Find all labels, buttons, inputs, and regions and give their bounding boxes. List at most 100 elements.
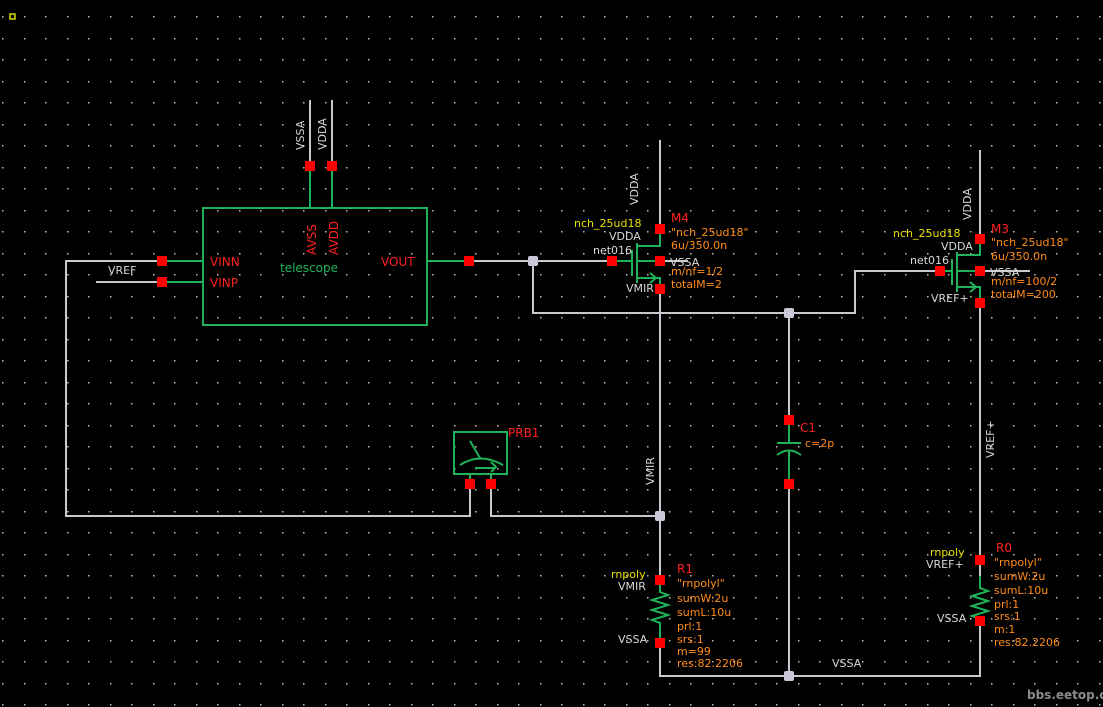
- grid-dot: [798, 296, 800, 298]
- grid-dot: [153, 167, 155, 169]
- grid-dot: [561, 210, 563, 212]
- grid-dot: [432, 102, 434, 104]
- grid-dot: [282, 683, 284, 685]
- grid-dot: [389, 618, 391, 620]
- grid-dot: [368, 425, 370, 427]
- grid-dot: [282, 360, 284, 362]
- grid-dot: [67, 210, 69, 212]
- pin-c1-minus[interactable]: [784, 479, 794, 489]
- wire-probe-vmir[interactable]: [490, 484, 660, 517]
- pin-label-vinp: VINP: [210, 276, 238, 290]
- pin-m4-s[interactable]: [655, 284, 665, 294]
- pin-vinn[interactable]: [157, 256, 167, 266]
- grid-dot: [239, 618, 241, 620]
- pin-r0-minus[interactable]: [975, 616, 985, 626]
- pin-m3-s[interactable]: [975, 298, 985, 308]
- pin-m3-g[interactable]: [935, 266, 945, 276]
- pin-prb1-minus[interactable]: [486, 479, 496, 489]
- grid-dot: [131, 425, 133, 427]
- opamp-telescope[interactable]: VINN VINP VOUT AVSS AVDD telescope: [162, 166, 469, 326]
- pin-c1-plus[interactable]: [784, 415, 794, 425]
- grid-dot: [518, 167, 520, 169]
- grid-dot: [1099, 640, 1101, 642]
- grid-dot: [174, 124, 176, 126]
- wire-net016[interactable]: [532, 261, 940, 314]
- grid-dot: [1056, 231, 1058, 233]
- grid-dot: [712, 124, 714, 126]
- grid-dot: [626, 339, 628, 341]
- probe-prb1[interactable]: PRB1: [453, 426, 539, 484]
- grid-dot: [497, 704, 499, 706]
- grid-dot: [970, 640, 972, 642]
- grid-dot: [862, 16, 864, 18]
- grid-dot: [153, 511, 155, 513]
- wire-vref-loop[interactable]: [65, 260, 471, 517]
- grid-dot: [432, 640, 434, 642]
- grid-dot: [45, 532, 47, 534]
- grid-dot: [733, 382, 735, 384]
- grid-dot: [217, 38, 219, 40]
- wire-vssa-bottom[interactable]: [659, 621, 981, 677]
- grid-dot: [733, 403, 735, 405]
- grid-dot: [776, 704, 778, 706]
- pin-vinp[interactable]: [157, 277, 167, 287]
- grid-dot: [819, 618, 821, 620]
- transistor-m4[interactable]: VDDA nch_25ud18 VDDA net016 VSSA VMIR M4…: [574, 140, 749, 295]
- grid-dot: [583, 661, 585, 663]
- grid-dot: [1013, 16, 1015, 18]
- pin-m3-b[interactable]: [975, 266, 985, 276]
- capacitor-c1[interactable]: C1 c=2p: [776, 420, 834, 484]
- grid-dot: [411, 317, 413, 319]
- pin-avdd[interactable]: [327, 161, 337, 171]
- resistor-r0[interactable]: rnpoly VREF+ VSSA R0 "rnpolyl" sumW:2u s…: [926, 541, 1060, 649]
- grid-dot: [583, 618, 585, 620]
- pin-r1-minus[interactable]: [655, 638, 665, 648]
- pin-m4-g[interactable]: [607, 256, 617, 266]
- pin-m4-b[interactable]: [655, 256, 665, 266]
- grid-dot: [260, 382, 262, 384]
- grid-dot: [67, 661, 69, 663]
- grid-dot: [561, 704, 563, 706]
- grid-dot: [819, 231, 821, 233]
- pin-r1-plus[interactable]: [655, 575, 665, 585]
- grid-dot: [647, 511, 649, 513]
- grid-dot: [1056, 81, 1058, 83]
- transistor-m3[interactable]: VDDA nch_25ud18 VDDA net016 VSSA VREF+ M…: [893, 150, 1069, 305]
- grid-dot: [518, 360, 520, 362]
- pin-m4-d[interactable]: [655, 224, 665, 234]
- origin-marker: [9, 13, 16, 20]
- grid-dot: [970, 661, 972, 663]
- grid-dot: [733, 489, 735, 491]
- grid-dot: [970, 704, 972, 706]
- grid-dot: [948, 231, 950, 233]
- grid-dot: [927, 640, 929, 642]
- pin-m3-d[interactable]: [975, 234, 985, 244]
- grid-dot: [712, 618, 714, 620]
- grid-dot: [454, 554, 456, 556]
- grid-dot: [583, 468, 585, 470]
- grid-dot: [303, 403, 305, 405]
- grid-dot: [561, 167, 563, 169]
- grid-dot: [583, 489, 585, 491]
- grid-dot: [411, 704, 413, 706]
- pin-vout[interactable]: [464, 256, 474, 266]
- grid-dot: [2, 145, 4, 147]
- grid-dot: [733, 511, 735, 513]
- pin-r0-plus[interactable]: [975, 555, 985, 565]
- pin-avss[interactable]: [305, 161, 315, 171]
- grid-dot: [841, 661, 843, 663]
- grid-dot: [346, 640, 348, 642]
- grid-dot: [819, 597, 821, 599]
- grid-dot: [862, 167, 864, 169]
- grid-dot: [991, 188, 993, 190]
- grid-dot: [540, 382, 542, 384]
- grid-dot: [454, 339, 456, 341]
- pin-prb1-plus[interactable]: [465, 479, 475, 489]
- grid-dot: [303, 468, 305, 470]
- grid-dot: [669, 167, 671, 169]
- resistor-r1[interactable]: rnpoly VMIR VSSA R1 "rnpolyl" sumW:2u su…: [611, 562, 743, 670]
- grid-dot: [45, 274, 47, 276]
- grid-dot: [798, 274, 800, 276]
- grid-dot: [841, 59, 843, 61]
